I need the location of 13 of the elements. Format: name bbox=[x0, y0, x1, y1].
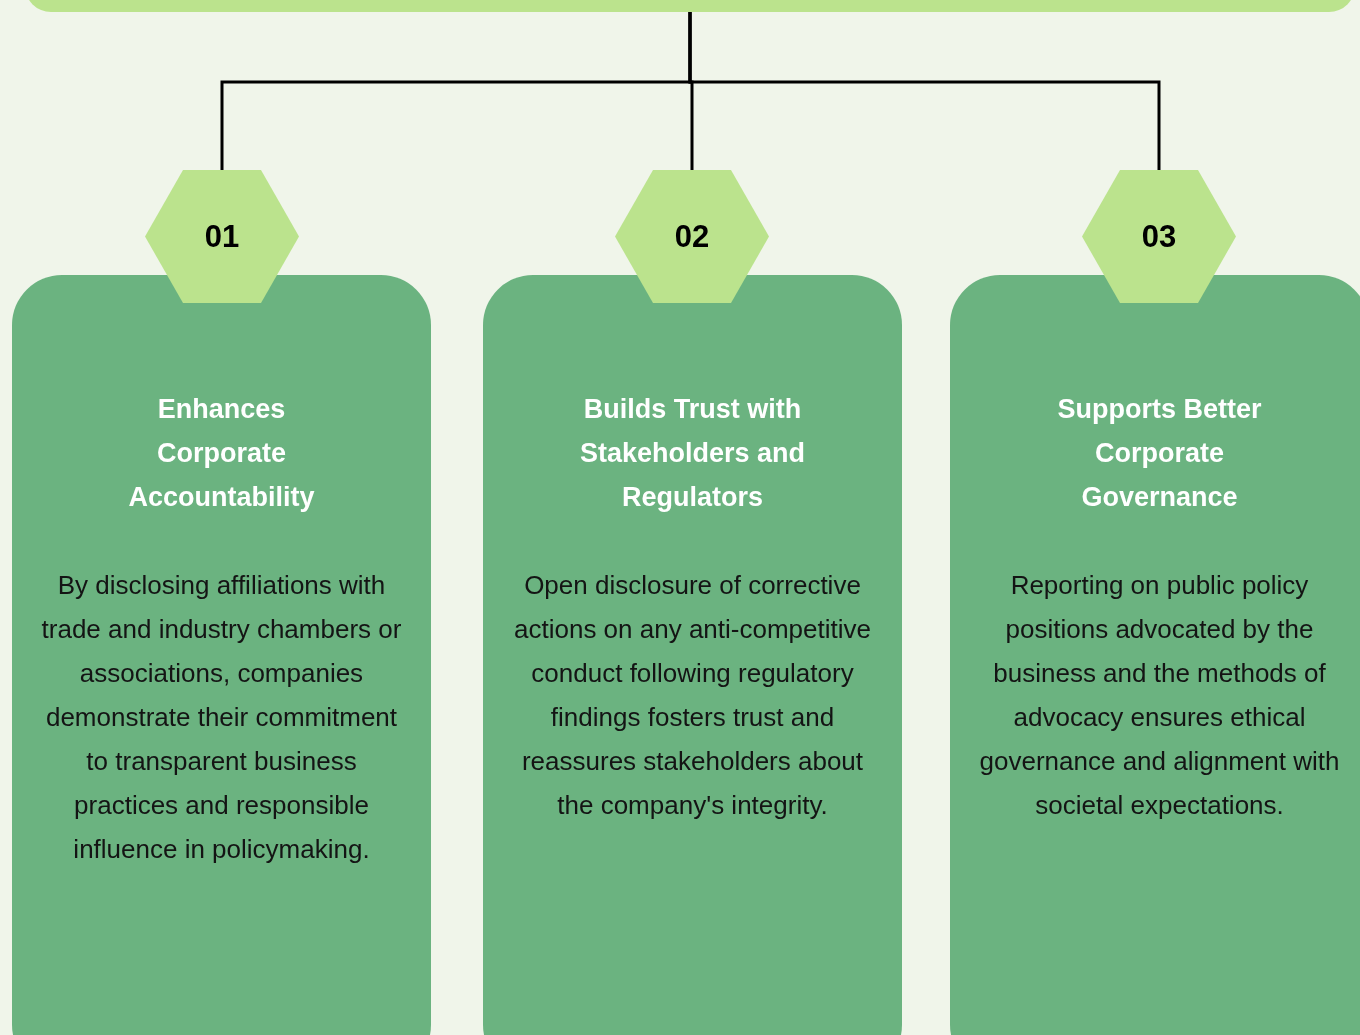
info-card bbox=[950, 275, 1360, 1035]
step-number: 01 bbox=[204, 218, 240, 255]
card-heading: Builds Trust with Stakeholders and Regulators bbox=[578, 393, 807, 514]
card-heading: Enhances Corporate Accountability bbox=[127, 393, 316, 514]
card-heading: Supports Better Corporate Governance bbox=[1056, 393, 1263, 514]
card-text: Open disclosure of corrective actions on any anti-competitive conduct following regulatory findings fosters trust and reassures stakeholders about the company's integrity. bbox=[513, 569, 872, 822]
connector-line bbox=[688, 12, 1161, 170]
info-card bbox=[483, 275, 902, 1035]
step-number: 03 bbox=[1141, 218, 1177, 255]
card-text: Reporting on public policy positions advocated by the business and the methods of advocacy ensures ethical governance and alignment with societal expectations. bbox=[978, 569, 1341, 822]
card-text: By disclosing affiliations with trade and industry chambers or associations, companies demonstrate their commitment to transparent business practices and responsible influence in policymaking. bbox=[40, 569, 403, 866]
info-card bbox=[12, 275, 431, 1035]
step-number: 02 bbox=[674, 218, 710, 255]
